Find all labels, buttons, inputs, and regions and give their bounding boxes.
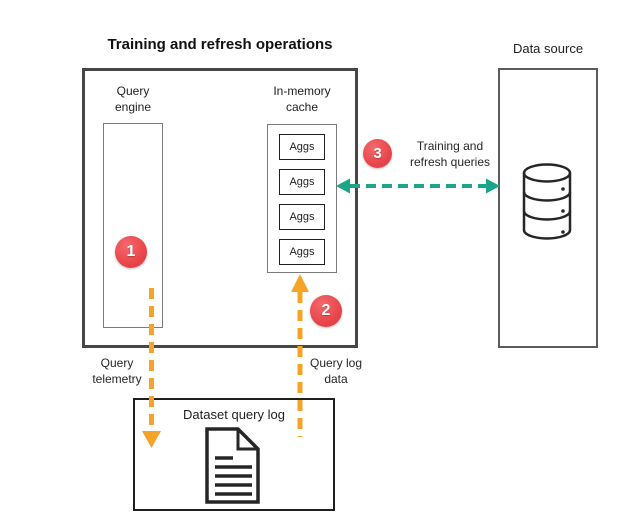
step-badge-2: 2 <box>310 295 342 327</box>
query-log-data-label: Query log data <box>309 356 363 386</box>
step-badge-1: 1 <box>115 236 147 268</box>
in-memory-cache-box: Aggs Aggs Aggs Aggs <box>267 124 337 273</box>
data-source-box <box>498 68 598 348</box>
query-telemetry-label: Query telemetry <box>92 356 142 386</box>
aggs-box: Aggs <box>279 134 325 160</box>
document-fold <box>236 429 258 451</box>
database-bottom <box>522 229 572 240</box>
query-engine-label: Query engine <box>114 84 152 115</box>
query-engine-box <box>103 123 163 328</box>
database-dot <box>561 230 565 234</box>
training-refresh-queries-label: Training and refresh queries <box>409 139 491 169</box>
database-dot <box>561 209 565 213</box>
in-memory-cache-label: In-memory cache <box>273 84 331 115</box>
database-dot <box>561 187 565 191</box>
database-top <box>522 163 572 183</box>
aggs-box: Aggs <box>279 204 325 230</box>
page-title: Training and refresh operations <box>107 36 333 53</box>
aggs-box: Aggs <box>279 169 325 195</box>
data-source-label: Data source <box>512 41 584 56</box>
aggs-box: Aggs <box>279 239 325 265</box>
dataset-query-log-label: Dataset query log <box>183 407 285 422</box>
document-icon <box>205 427 260 504</box>
database-icon <box>522 163 572 240</box>
database-band <box>522 210 572 221</box>
step-badge-3: 3 <box>363 139 392 168</box>
database-band <box>522 191 572 202</box>
